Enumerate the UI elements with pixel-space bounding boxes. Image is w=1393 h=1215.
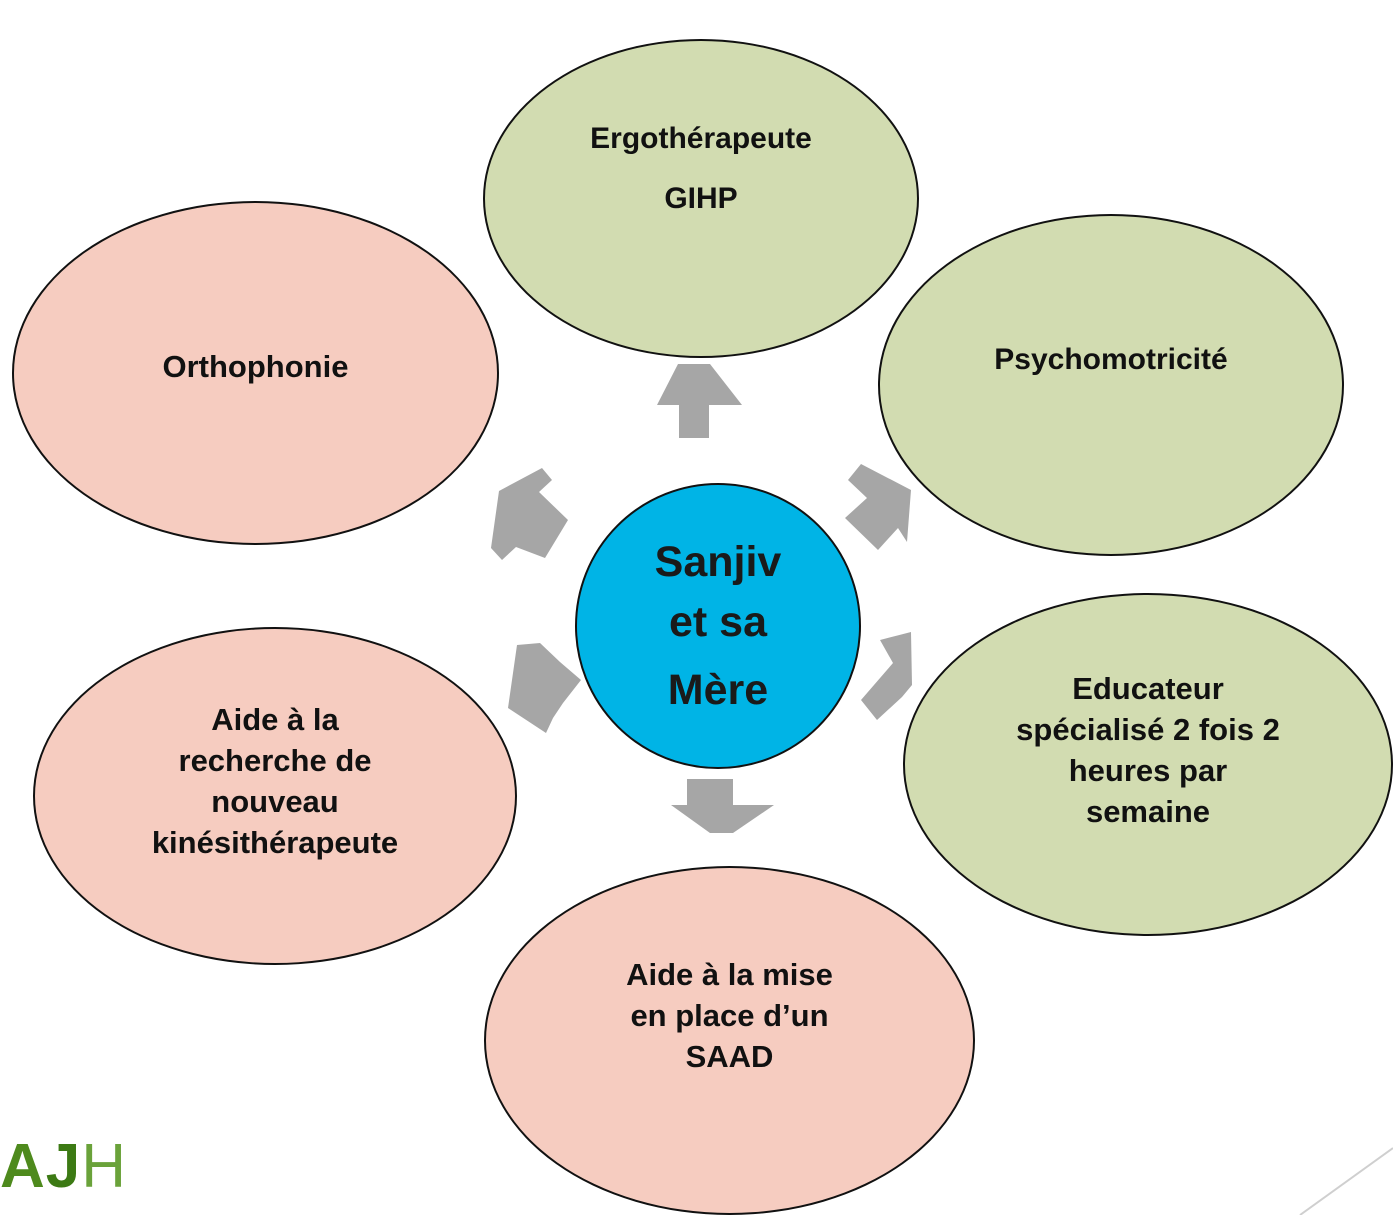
logo: AJH [0,1132,127,1202]
arrow-lower-left [508,643,581,733]
arrow-upper-right [845,464,911,550]
node-educateur: Educateur spécialisé 2 fois 2 heures par… [903,593,1393,936]
node-educateur-label: Educateur spécialisé 2 fois 2 heures par… [1016,670,1280,829]
center-node-line1: Sanjiv [654,538,782,586]
corner-decoration-line [1299,1147,1393,1215]
logo-letter-h: H [81,1132,128,1201]
center-node: Sanjiv et sa Mère [575,483,861,769]
center-node-line3: Mère [667,666,769,714]
node-kine-label: Aide à la recherche de nouveau kinésithé… [151,702,399,860]
node-psychomotricite: Psychomotricité [878,214,1344,556]
node-saad-label: Aide à la mise en place d’un SAAD [626,957,833,1074]
node-psychomotricite-label: Psychomotricité [994,343,1228,376]
logo-letter-j: J [45,1132,82,1201]
node-orthophonie-label: Orthophonie [162,349,349,384]
node-ergotherapeute-label: Ergothérapeute GIHP [590,121,812,215]
arrow-down [671,779,774,833]
node-saad: Aide à la mise en place d’un SAAD [484,866,975,1215]
node-ergotherapeute: Ergothérapeute GIHP [483,39,919,358]
arrow-upper-left [491,468,568,560]
node-kine: Aide à la recherche de nouveau kinésithé… [33,627,517,965]
center-node-line2: et sa [668,598,767,646]
arrow-up [657,364,742,438]
arrow-lower-right [861,632,912,720]
logo-letter-a: A [0,1132,46,1201]
node-orthophonie: Orthophonie [12,201,499,545]
